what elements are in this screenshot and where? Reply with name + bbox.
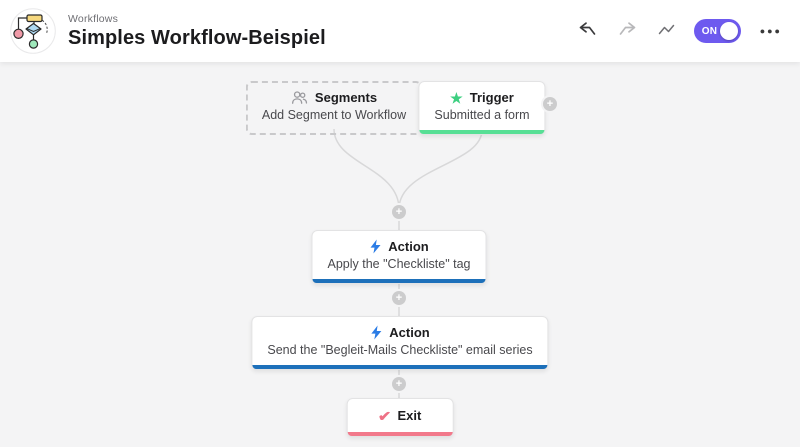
- node-type-label: Segments: [314, 90, 378, 105]
- node-trigger-title-row: ★ Trigger: [434, 90, 529, 105]
- lightning-icon: [369, 239, 381, 254]
- action-accent-bar: [312, 279, 486, 283]
- action-accent-bar: [252, 365, 548, 369]
- node-type-label: Action: [388, 239, 429, 254]
- header-controls: ON ●●●: [576, 19, 784, 43]
- node-description: Apply the "Checkliste" tag: [327, 257, 471, 271]
- activity-zigzag-icon: [658, 23, 675, 39]
- star-icon: ★: [450, 89, 463, 106]
- node-segments-title-row: Segments: [262, 90, 406, 105]
- node-action-send-email[interactable]: Action Send the "Begleit-Mails Checklist…: [251, 316, 549, 370]
- header-bar: Workflows Simples Workflow-Beispiel: [0, 0, 800, 62]
- workflow-canvas[interactable]: Segments Add Segment to Workflow ★ Trigg…: [0, 62, 800, 447]
- node-description: Send the "Begleit-Mails Checkliste" emai…: [267, 343, 533, 357]
- node-segments[interactable]: Segments Add Segment to Workflow: [245, 81, 423, 135]
- people-icon: [291, 90, 308, 105]
- more-menu-button[interactable]: ●●●: [758, 24, 784, 38]
- toggle-knob: [719, 22, 738, 40]
- node-description: Submitted a form: [434, 108, 530, 122]
- node-action-title-row: Action: [267, 325, 532, 340]
- node-type-label: Action: [389, 325, 430, 340]
- node-exit-title-row: ✔ Exit: [377, 407, 422, 424]
- redo-icon: [618, 22, 637, 40]
- add-step-button-1[interactable]: +: [392, 205, 406, 219]
- undo-icon: [578, 22, 597, 40]
- node-exit[interactable]: ✔ Exit: [346, 398, 454, 437]
- node-type-label: Exit: [397, 408, 422, 423]
- trigger-accent-bar: [419, 130, 545, 134]
- node-action-title-row: Action: [328, 239, 471, 254]
- undo-button[interactable]: [576, 20, 599, 42]
- toggle-on-label: ON: [701, 25, 718, 37]
- node-type-label: Trigger: [469, 90, 514, 105]
- exit-accent-bar: [347, 432, 453, 436]
- node-trigger[interactable]: ★ Trigger Submitted a form: [418, 81, 546, 135]
- breadcrumb[interactable]: Workflows: [68, 12, 119, 25]
- check-icon: ✔: [377, 407, 392, 424]
- header-titles: Workflows Simples Workflow-Beispiel: [68, 13, 326, 50]
- page-title: Simples Workflow-Beispiel: [68, 26, 326, 49]
- redo-button[interactable]: [616, 20, 639, 42]
- node-action-apply-tag[interactable]: Action Apply the "Checkliste" tag: [311, 230, 487, 284]
- node-description: Add Segment to Workflow: [261, 108, 407, 122]
- add-trigger-button[interactable]: +: [543, 97, 557, 111]
- activity-button[interactable]: [656, 21, 677, 41]
- lightning-icon: [370, 325, 382, 340]
- more-icon: ●●●: [759, 26, 782, 36]
- add-step-button-3[interactable]: +: [392, 377, 406, 391]
- add-step-button-2[interactable]: +: [392, 291, 406, 305]
- workflow-logo-icon: [10, 8, 56, 54]
- active-toggle[interactable]: ON: [693, 19, 741, 43]
